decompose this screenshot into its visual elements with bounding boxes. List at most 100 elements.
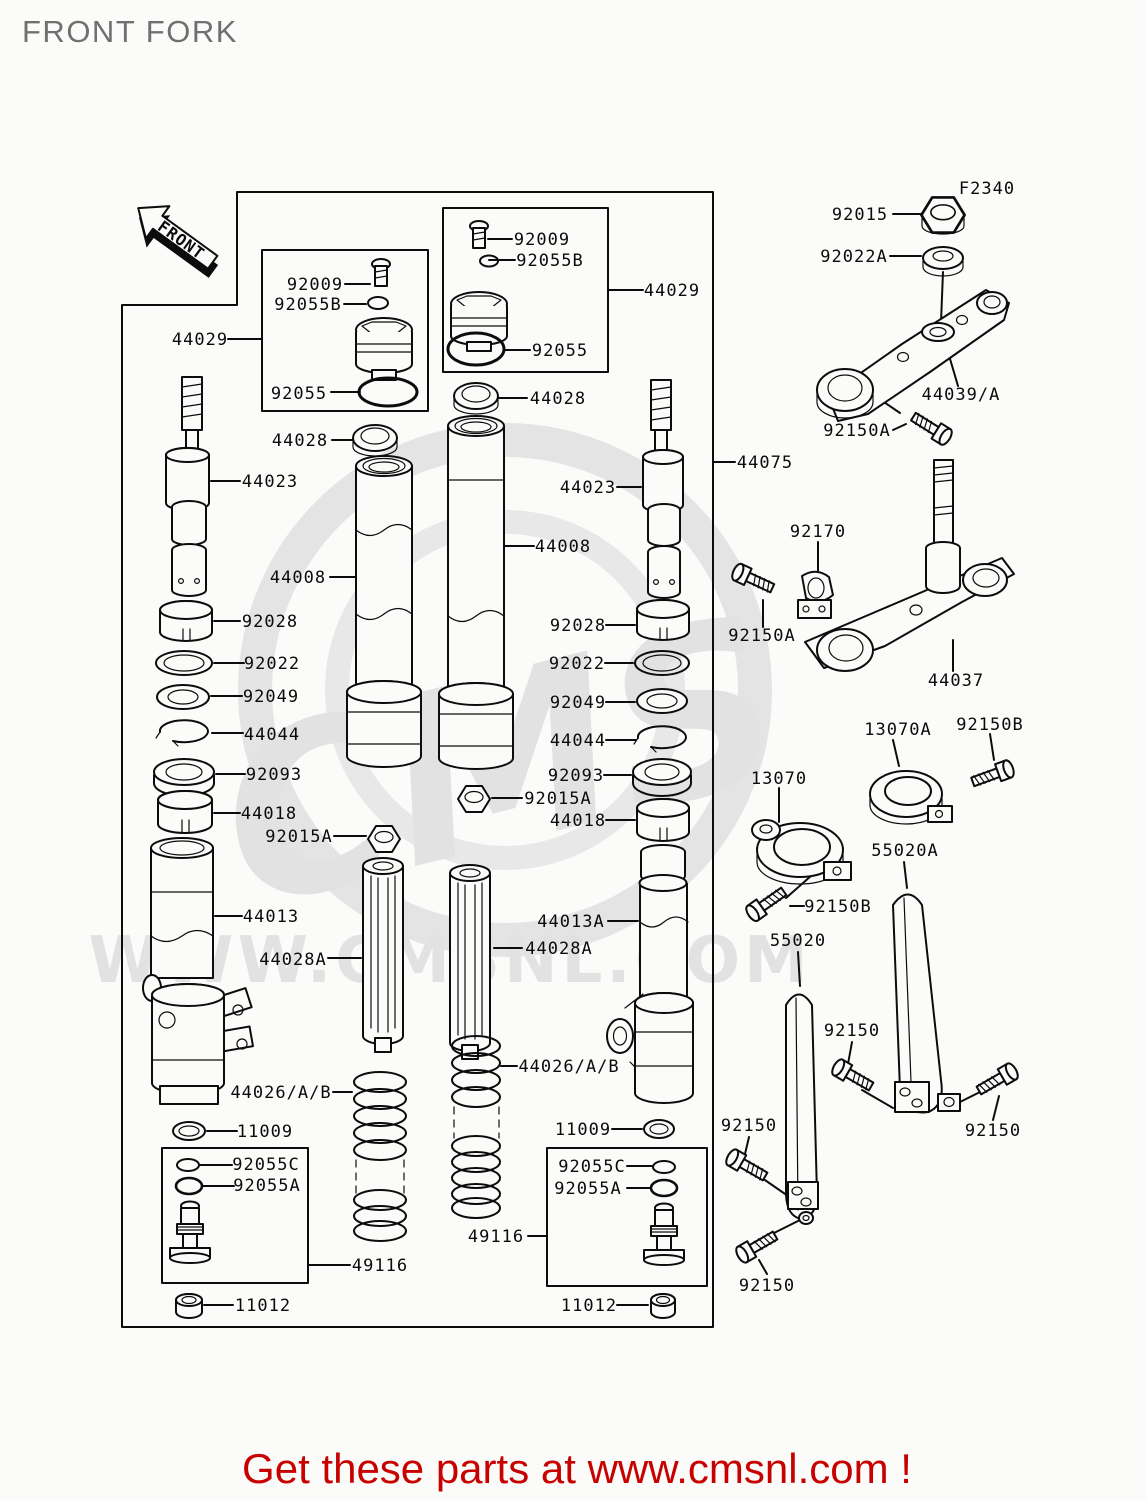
figure-code: F2340	[959, 179, 1015, 199]
part-label-44028-left: 44028	[272, 431, 328, 451]
lock-nut-left	[367, 825, 401, 853]
part-label-44028-right: 44028	[530, 389, 586, 409]
fork-cap-assembly-left	[355, 258, 419, 408]
part-label-44044-left: 44044	[244, 725, 300, 745]
part-label-49116-right: 49116	[468, 1227, 524, 1247]
part-label-92150A-top: 92150A	[823, 421, 890, 441]
part-label-44008-right: 44008	[535, 537, 591, 557]
part-label-92022A: 92022A	[820, 247, 887, 267]
part-label-92022-right: 92022	[549, 654, 605, 674]
part-label-92055B-right-box: 92055B	[516, 251, 583, 271]
part-label-92049-left: 92049	[243, 687, 299, 707]
part-label-92150-d: 92150	[739, 1276, 795, 1296]
valve-assembly-left	[169, 1158, 211, 1264]
cylinder-unit-right	[449, 864, 491, 1060]
part-label-92150B-bottom: 92150B	[804, 897, 871, 917]
part-label-44013: 44013	[243, 907, 299, 927]
part-label-92150-b: 92150	[721, 1116, 777, 1136]
diagram-frames	[121, 191, 714, 1328]
cable-guide-92170	[797, 570, 834, 619]
damper-assembly-left	[165, 376, 210, 597]
part-label-44008-left: 44008	[270, 568, 326, 588]
cylinder-unit-left	[362, 857, 404, 1053]
part-label-49116-left: 49116	[352, 1256, 408, 1276]
part-labels: 92009 92055B 92055 44029 92009 92055B 92…	[172, 205, 1023, 1316]
part-label-92055B-left-box: 92055B	[274, 295, 341, 315]
part-label-11009-right: 11009	[555, 1120, 611, 1140]
inner-tube-left	[346, 455, 422, 768]
fork-cap-assembly-right	[446, 220, 508, 367]
part-label-92055A-right: 92055A	[554, 1179, 621, 1199]
part-label-44026AB-left: 44026/A/B	[230, 1083, 331, 1103]
front-direction-arrow: FRONT	[137, 205, 219, 278]
dust-seal-right	[453, 382, 499, 415]
steering-stem-nut-92015	[920, 196, 966, 235]
cap-11012-left	[175, 1293, 203, 1319]
valve-assembly-right	[643, 1160, 685, 1266]
part-label-11012-right: 11012	[561, 1296, 617, 1316]
part-label-92009-left-box: 92009	[287, 275, 343, 295]
part-label-92049-right: 92049	[550, 693, 606, 713]
cap-11012-right	[650, 1293, 676, 1319]
part-label-44023-left: 44023	[242, 472, 298, 492]
part-label-92028-right: 92028	[550, 616, 606, 636]
part-label-44044-right: 44044	[550, 731, 606, 751]
part-label-44018-left: 44018	[241, 804, 297, 824]
seal-stack-left	[153, 600, 215, 834]
part-label-92150B-top: 92150B	[956, 715, 1023, 735]
lower-triple-clamp	[804, 459, 1015, 672]
o-ring-11009-right	[643, 1119, 675, 1139]
part-label-44029-left: 44029	[172, 330, 228, 350]
part-label-92093-left: 92093	[246, 765, 302, 785]
clamp-13070A	[869, 770, 953, 825]
part-label-92055C-left: 92055C	[232, 1155, 299, 1175]
part-label-92022-left: 92022	[244, 654, 300, 674]
seal-stack-right	[632, 599, 692, 884]
dust-seal-left	[352, 424, 398, 457]
fork-guard-55020	[785, 993, 819, 1225]
part-label-44029-right: 44029	[644, 281, 700, 301]
part-label-44028A-right: 44028A	[525, 939, 592, 959]
part-label-92015A-left: 92015A	[265, 827, 332, 847]
part-label-92028-left: 92028	[242, 612, 298, 632]
part-label-44018-right: 44018	[550, 811, 606, 831]
page-title: FRONT FORK	[22, 14, 238, 49]
lock-nut-right	[457, 785, 491, 813]
part-label-55020: 55020	[770, 931, 826, 951]
part-label-92009-right-box: 92009	[514, 230, 570, 250]
part-label-92093-right: 92093	[548, 766, 604, 786]
part-label-55020A: 55020A	[871, 841, 938, 861]
leader-lines	[199, 213, 1000, 1306]
part-label-13070: 13070	[751, 769, 807, 789]
fork-spring-left	[353, 1071, 407, 1242]
damper-assembly-right	[642, 379, 684, 599]
part-label-92150A-mid: 92150A	[728, 626, 795, 646]
inner-tube-right	[438, 415, 514, 770]
part-label-44013A: 44013A	[537, 912, 604, 932]
outer-tube-right	[606, 874, 694, 1104]
clamp-13070	[751, 819, 852, 885]
part-label-92015: 92015	[832, 205, 888, 225]
fork-spring-right	[451, 1035, 501, 1219]
part-label-92170: 92170	[790, 522, 846, 542]
washer-92022A	[922, 246, 964, 277]
part-label-13070A: 13070A	[864, 720, 931, 740]
part-label-11012-left: 11012	[235, 1296, 291, 1316]
fork-guard-55020A	[892, 893, 961, 1114]
part-label-44023-right: 44023	[560, 478, 616, 498]
part-label-44039A: 44039/A	[922, 385, 1001, 405]
outer-tube-left	[142, 837, 254, 1105]
footer-banner-link[interactable]: Get these parts at www.cmsnl.com !	[242, 1445, 912, 1492]
part-label-92055-left-box: 92055	[271, 384, 327, 404]
part-label-92015A-right: 92015A	[524, 789, 591, 809]
part-label-92150-a: 92150	[824, 1021, 880, 1041]
part-label-11009-left: 11009	[237, 1122, 293, 1142]
part-label-92055A-left: 92055A	[233, 1176, 300, 1196]
part-label-44028A-left: 44028A	[259, 950, 326, 970]
part-label-44037: 44037	[928, 671, 984, 691]
part-label-92150-c: 92150	[965, 1121, 1021, 1141]
part-label-92055-right-box: 92055	[532, 341, 588, 361]
part-label-92055C-right: 92055C	[558, 1157, 625, 1177]
